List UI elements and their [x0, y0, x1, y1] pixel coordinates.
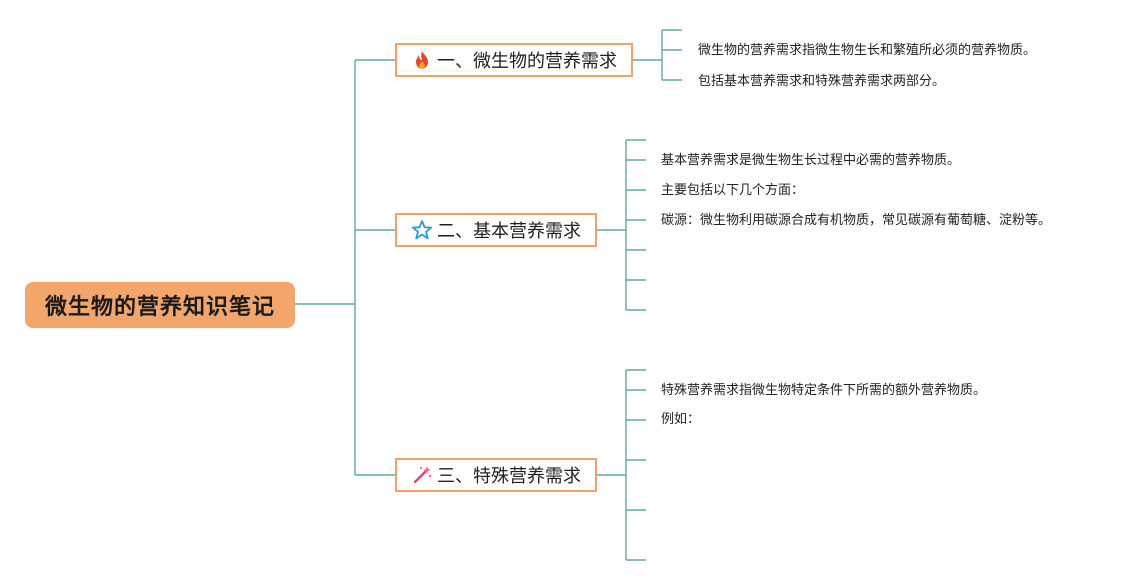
branch-node-nutrition-needs[interactable]: 一、微生物的营养需求	[395, 43, 633, 77]
magic-wand-icon	[411, 464, 433, 486]
note-text: 例如：	[661, 412, 701, 427]
branch-node-special-needs[interactable]: 三、特殊营养需求	[395, 458, 597, 492]
branch-label: 一、微生物的营养需求	[437, 51, 617, 72]
note-text: 包括基本营养需求和特殊营养需求两部分。	[698, 74, 946, 89]
star-icon	[411, 219, 433, 241]
note-text: 微生物的营养需求指微生物生长和繁殖所必须的营养物质。	[698, 43, 1037, 58]
note-text: 碳源：微生物利用碳源合成有机物质，常见碳源有葡萄糖、淀粉等。	[661, 213, 1052, 228]
fire-icon	[411, 49, 433, 71]
note-text: 特殊营养需求指微生物特定条件下所需的额外营养物质。	[661, 383, 987, 398]
branch-node-basic-needs[interactable]: 二、基本营养需求	[395, 213, 597, 247]
note-text: 基本营养需求是微生物生长过程中必需的营养物质。	[661, 153, 961, 168]
root-title: 微生物的营养知识笔记	[44, 295, 275, 320]
note-text: 主要包括以下几个方面：	[661, 183, 805, 198]
root-node[interactable]: 微生物的营养知识笔记	[25, 282, 295, 328]
branch-label: 三、特殊营养需求	[437, 466, 581, 487]
branch-label: 二、基本营养需求	[437, 221, 581, 242]
